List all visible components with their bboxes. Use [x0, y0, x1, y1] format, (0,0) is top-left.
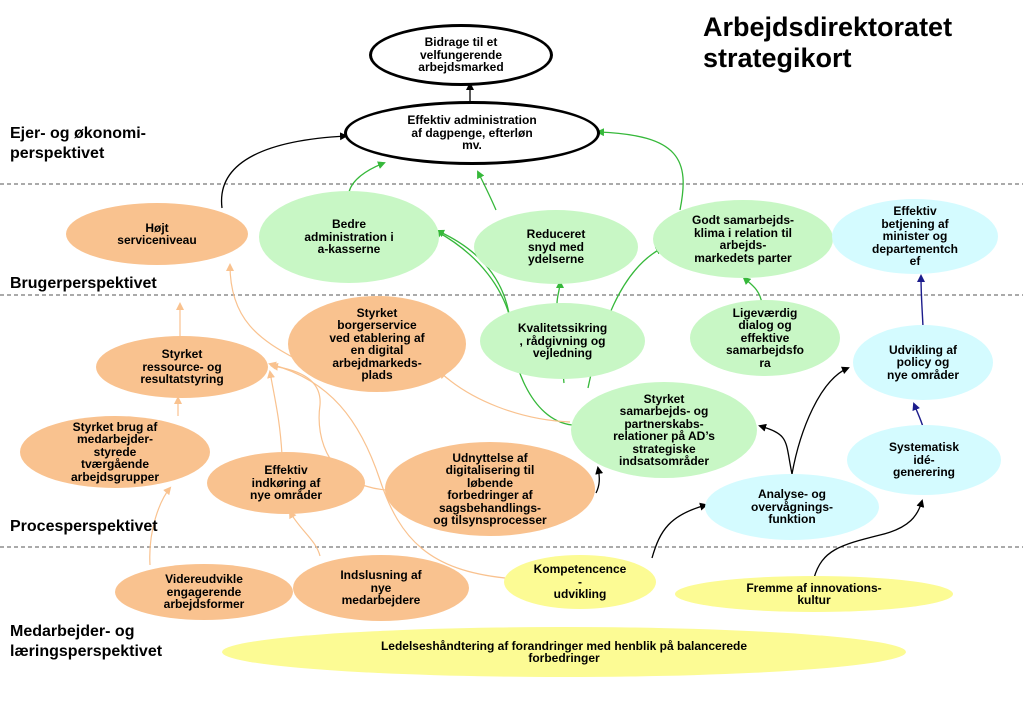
perspective-medarbejder: Medarbejder- og læringsperspektivet: [10, 622, 162, 662]
node-kompetenceudvikling-label: Kompetencence-udvikling: [533, 562, 627, 602]
arrow-systematisk-to-policy: [912, 402, 924, 428]
arrow-analyse-to-policy: [791, 366, 850, 475]
perspective-bruger: Brugerperspektivet: [10, 275, 157, 292]
arrow-kvalitet-to-reduceret: [555, 280, 564, 305]
arrow-indkoring-to-ressource: [267, 370, 283, 456]
arrow-samarbejds-to-borgerservice: [438, 370, 571, 423]
arrow-fremme-to-systematisk: [813, 499, 925, 579]
perspective-ejer-line-2: perspektivet: [10, 145, 105, 162]
arrow-service-to-admin: [220, 132, 348, 209]
page-title: Arbejdsdirektoratet strategikort: [703, 12, 952, 74]
node-ledelseshandtering-label: Ledelseshåndtering af forandringer med h…: [380, 638, 748, 665]
arrow-reduceret-to-admin: [477, 170, 497, 211]
arrow-kompetence-to-ressource: [268, 361, 506, 579]
node-fremme-innovationskultur-label: Fremme af innovations-kultur: [746, 580, 882, 607]
node-fremme-innovationskultur: Fremme af innovations-kultur: [675, 576, 953, 612]
arrow-udnyttelse-to-samarbejds: [595, 466, 604, 494]
arrow-bedre-to-admin: [348, 161, 386, 193]
arrow-analyse-to-samarbejds: [758, 423, 793, 475]
title-line-2: strategikort: [703, 43, 852, 73]
perspective-ejer-line-1: Ejer- og økonomi-: [10, 125, 146, 142]
perspective-medarbejder-line-1: Medarbejder- og: [10, 623, 135, 640]
arrow-videreudvikle-to-brug: [149, 486, 172, 566]
arrow-policy-to-betjening: [917, 274, 926, 328]
arrow-kompetence-to-analyse: [651, 502, 708, 559]
perspective-medarbejder-line-2: læringsperspektivet: [10, 643, 163, 660]
arrow-indslusning-to-indkoring: [289, 510, 321, 557]
perspective-ejer: Ejer- og økonomi- perspektivet: [10, 124, 146, 164]
arrow-borgerservice-to-service: [226, 263, 299, 361]
arrow-godt-to-admin: [596, 128, 684, 211]
title-line-1: Arbejdsdirektoratet: [703, 12, 953, 42]
perspective-proces: Procesperspektivet: [10, 518, 158, 535]
node-ledelseshandtering: Ledelseshåndtering af forandringer med h…: [222, 627, 906, 677]
node-kompetenceudvikling: Kompetencence-udvikling: [504, 555, 656, 609]
